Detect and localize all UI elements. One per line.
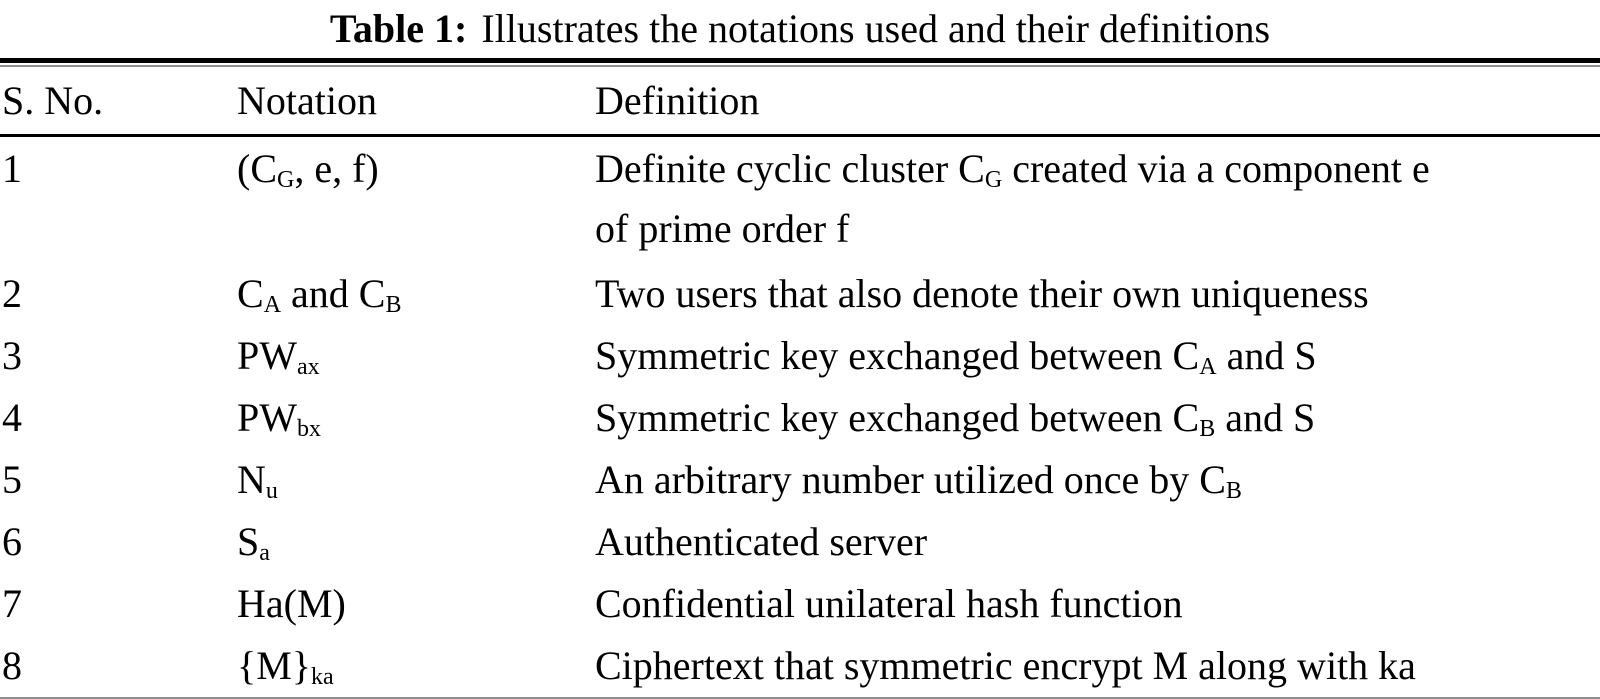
cell-notation: Ha(M) [237, 581, 346, 626]
cell-sno: 1 [2, 146, 22, 191]
cell-definition: Ciphertext that symmetric encrypt M alon… [595, 643, 1416, 688]
table-row: 1 (CG, e, f) Definite cyclic cluster CG … [0, 137, 1600, 263]
cell-notation: PWax [237, 333, 320, 381]
header-notation: Notation [237, 78, 377, 123]
header-row: S. No. Notation Definition [0, 67, 1600, 134]
cell-definition: Two users that also denote their own uni… [595, 271, 1369, 316]
cell-definition: Symmetric key exchanged between CA and S [595, 333, 1317, 381]
header-definition: Definition [595, 78, 760, 123]
header-rule [0, 134, 1600, 137]
bottom-rule [0, 697, 1600, 699]
cell-sno: 8 [2, 643, 22, 688]
cell-notation: Nu [237, 457, 278, 505]
cell-sno: 7 [2, 581, 22, 626]
cell-notation: PWbx [237, 395, 321, 443]
table-row: 8 {M}ka Ciphertext that symmetric encryp… [0, 635, 1600, 697]
header-sno: S. No. [2, 78, 104, 123]
top-rule [0, 58, 1600, 67]
table-row: 3 PWax Symmetric key exchanged between C… [0, 325, 1600, 387]
cell-notation: CA and CB [237, 271, 402, 319]
cell-notation: Sa [237, 519, 270, 567]
cell-sno: 5 [2, 457, 22, 502]
table-row: 7 Ha(M) Confidential unilateral hash fun… [0, 573, 1600, 635]
caption-text: Illustrates the notations used and their… [481, 6, 1271, 51]
cell-sno: 4 [2, 395, 22, 440]
caption-label: Table 1: [329, 6, 468, 51]
cell-definition: Symmetric key exchanged between CB and S [595, 395, 1316, 443]
cell-notation: {M}ka [237, 643, 334, 691]
cell-sno: 3 [2, 333, 22, 378]
table-row: 2 CA and CB Two users that also denote t… [0, 263, 1600, 325]
table-row: 6 Sa Authenticated server [0, 511, 1600, 573]
cell-definition: Authenticated server [595, 519, 928, 564]
cell-definition: An arbitrary number utilized once by CB [595, 457, 1242, 505]
cell-definition: Definite cyclic cluster CG created via a… [595, 146, 1430, 251]
cell-sno: 6 [2, 519, 22, 564]
cell-sno: 2 [2, 271, 22, 316]
cell-definition: Confidential unilateral hash function [595, 581, 1183, 626]
table-row: 5 Nu An arbitrary number utilized once b… [0, 449, 1600, 511]
table-caption: Table 1: Illustrates the notations used a… [0, 0, 1600, 58]
cell-notation: (CG, e, f) [237, 146, 379, 194]
table-row: 4 PWbx Symmetric key exchanged between C… [0, 387, 1600, 449]
